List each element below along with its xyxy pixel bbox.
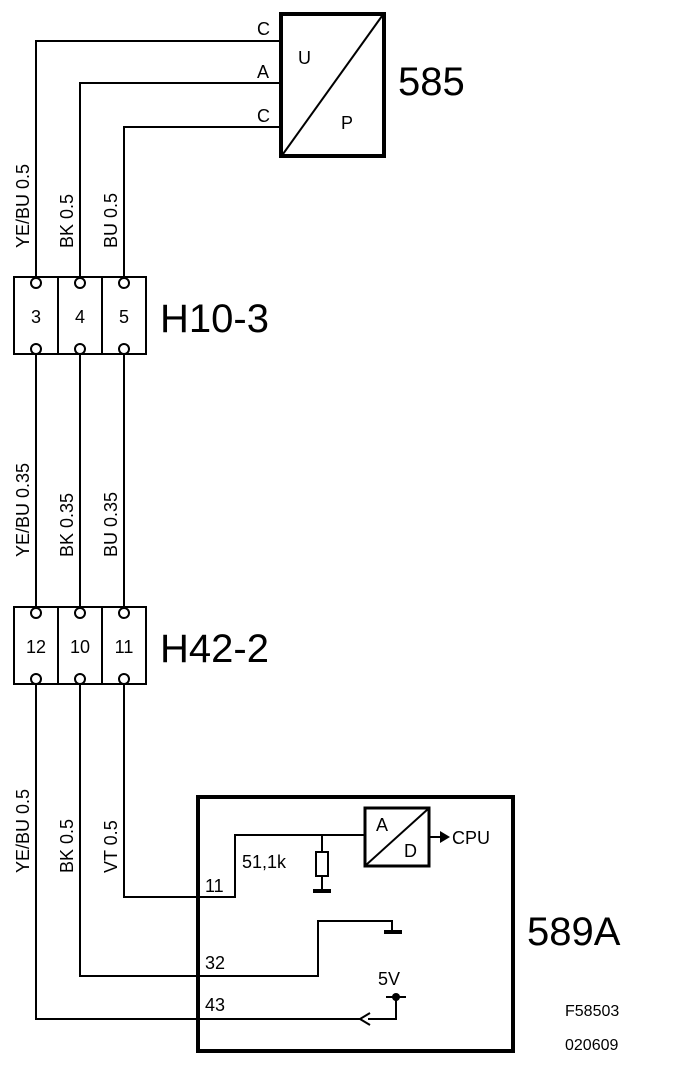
h42-pin-label-2: 10 (70, 637, 90, 657)
h42-pin-10-top (74, 607, 86, 619)
h10-pin-3-bottom (30, 343, 42, 355)
converter-diagonal (282, 15, 383, 155)
supply-label: 5V (378, 969, 400, 989)
h10-pin-label-2: 4 (75, 307, 85, 327)
h42-pin-11-top (118, 607, 130, 619)
resistor-label: 51,1k (242, 852, 287, 872)
h10-cell-3 (101, 276, 147, 355)
wire-label-lower-1: YE/BU 0.5 (13, 789, 33, 873)
connector-h42-2: 12 10 11 H42-2 (13, 606, 269, 685)
ground-line-pin32 (198, 920, 393, 977)
h10-pin-4-top (74, 277, 86, 289)
sensor-585-pin-3: C (257, 106, 270, 126)
adc-letter-d: D (404, 841, 417, 861)
wire-label-upper-2: BK 0.5 (57, 194, 77, 248)
h42-pin-12-bottom (30, 673, 42, 685)
h10-pin-5-bottom (118, 343, 130, 355)
589a-pin-label-11: 11 (205, 876, 224, 896)
wire-bk-lower (79, 679, 198, 977)
h10-pin-3-top (30, 277, 42, 289)
wire-label-middle-1: YE/BU 0.35 (13, 463, 33, 557)
wire-bu-upper (123, 126, 283, 283)
wire-label-upper-3: BU 0.5 (101, 193, 121, 248)
sensor-585-label: 585 (398, 60, 465, 104)
h42-pin-12-top (30, 607, 42, 619)
adc-letter-a: A (376, 815, 388, 835)
cpu-label: CPU (452, 828, 490, 848)
wire-label-lower-3: VT 0.5 (101, 820, 121, 873)
wire-label-middle-3: BU 0.35 (101, 492, 121, 557)
h42-label: H42-2 (160, 627, 269, 671)
wire-label-lower-2: BK 0.5 (57, 819, 77, 873)
h10-label: H10-3 (160, 297, 269, 341)
wire-labels: YE/BU 0.5 BK 0.5 BU 0.5 YE/BU 0.35 BK 0.… (13, 164, 121, 873)
wires-h42-to-589a (35, 679, 198, 1020)
wire-bk-upper (79, 82, 283, 283)
h42-pin-label-3: 11 (115, 637, 134, 657)
h42-pin-10-bottom (74, 673, 86, 685)
h42-cell-2 (57, 606, 103, 685)
h10-pin-5-top (118, 277, 130, 289)
resistor-51k (315, 851, 329, 877)
h42-pin-label-1: 12 (26, 637, 46, 657)
date-code: 020609 (565, 1037, 618, 1054)
wire-yebu-lower (35, 679, 198, 1020)
sensor-585-letter-p: P (341, 113, 353, 133)
sensor-585-letter-u: U (298, 48, 311, 68)
wire-label-upper-1: YE/BU 0.5 (13, 164, 33, 248)
589a-pin-label-43: 43 (205, 995, 225, 1015)
pullup-line (368, 997, 397, 1020)
sensor-585-pin-1: C (257, 19, 270, 39)
wire-label-middle-2: BK 0.35 (57, 493, 77, 557)
h42-pin-11-bottom (118, 673, 130, 685)
control-unit-589a-box (196, 795, 515, 1053)
wire-yebu-upper (35, 40, 283, 283)
h10-pin-4-bottom (74, 343, 86, 355)
sensor-585-pin-2: A (257, 62, 269, 82)
h42-cell-1 (13, 606, 59, 685)
cpu-arrow-icon (440, 831, 450, 843)
input-chevron-icon (358, 1012, 371, 1026)
adc-diagonal (365, 808, 429, 866)
supply-node-dot (392, 993, 400, 1001)
internal-signal-line (198, 834, 365, 898)
h10-pin-label-3: 5 (119, 307, 129, 327)
h42-cell-3 (101, 606, 147, 685)
h10-pin-label-1: 3 (31, 307, 41, 327)
wires-585-to-h10 (35, 40, 283, 283)
control-unit-589a: A D CPU 5V 51,1k 11 32 43 (196, 795, 515, 1053)
component-585: U P C A C 585 (257, 12, 465, 158)
connector-h10-3: 3 4 5 H10-3 (13, 276, 269, 355)
control-unit-589a-label: 589A (527, 910, 621, 954)
wire-vt-lower (123, 679, 198, 898)
wires-h10-to-h42 (35, 349, 125, 613)
589a-pin-label-32: 32 (205, 953, 225, 973)
reference-code: F58503 (565, 1003, 619, 1020)
